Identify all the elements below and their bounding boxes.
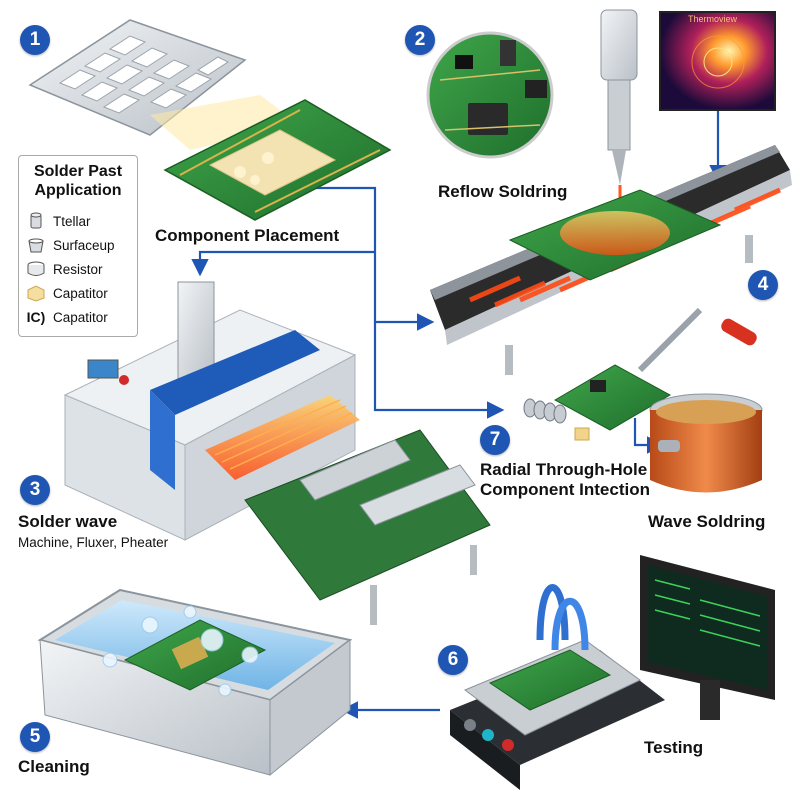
step-2-badge: 2 <box>405 25 435 55</box>
solder-pot <box>649 393 763 493</box>
cylinder-icon <box>25 211 47 231</box>
legend-box: Solder Past Application Ttellar Surfaceu… <box>18 155 138 337</box>
radial-label-line1: Radial Through-Hole <box>480 460 648 479</box>
legend-label: Ttellar <box>53 213 91 229</box>
legend-item: IC) Capatitor <box>25 306 108 328</box>
step-1-badge: 1 <box>20 25 50 55</box>
testing-label: Testing <box>644 738 704 757</box>
legend-label: Surfaceup <box>53 237 115 253</box>
step-4-badge: 4 <box>748 270 778 300</box>
cup-icon <box>25 235 47 255</box>
step-6-badge: 6 <box>438 645 468 675</box>
legend-label: Capatitor <box>53 309 108 325</box>
thermal-monitor <box>659 11 776 111</box>
testing-station <box>450 555 775 790</box>
legend-label: Resistor <box>53 261 103 277</box>
reflow-label: Reflow Soldring <box>438 182 568 201</box>
legend-title: Solder Past Application <box>19 162 137 200</box>
capacitor-cube-icon <box>25 283 47 303</box>
reflow-conveyor <box>430 145 792 375</box>
radial-insertion <box>523 307 757 441</box>
solder-wave-label: Solder wave <box>18 512 118 531</box>
resistor-icon <box>25 259 47 279</box>
solder-wave-sublabel: Machine, Fluxer, Pheater <box>18 535 169 550</box>
arrow-to-radial <box>373 322 505 419</box>
legend-item: Capatitor <box>25 282 108 304</box>
flow-arrows <box>191 110 727 719</box>
cleaning-tank <box>37 588 353 777</box>
wave-soldering-label: Wave Soldring <box>648 512 766 531</box>
radial-label-line2: Component Intection <box>480 480 650 499</box>
legend-item: Resistor <box>25 258 103 280</box>
step-5-badge: 5 <box>20 722 50 752</box>
wave-machine <box>63 281 491 625</box>
solder-nozzle <box>600 9 638 205</box>
step-3-badge: 3 <box>20 475 50 505</box>
component-placement-label: Component Placement <box>155 226 340 245</box>
legend-title-line2: Application <box>34 182 122 199</box>
reflow-detail <box>426 31 554 159</box>
pcb-placement <box>163 99 392 221</box>
ic-text-icon: IC) <box>26 309 46 325</box>
arrow-to-wave-machine <box>191 250 375 277</box>
legend-item: Surfaceup <box>25 234 115 256</box>
step-7-badge: 7 <box>480 425 510 455</box>
legend-item: Ttellar <box>25 210 91 232</box>
legend-label: Capatitor <box>53 285 108 301</box>
thermal-header: Thermoview <box>688 14 738 24</box>
legend-title-line1: Solder Past <box>33 163 123 180</box>
arrow-placement-to-reflow <box>300 186 435 331</box>
stencil <box>28 19 247 136</box>
paste-beam <box>150 95 300 150</box>
cleaning-label: Cleaning <box>18 757 90 776</box>
